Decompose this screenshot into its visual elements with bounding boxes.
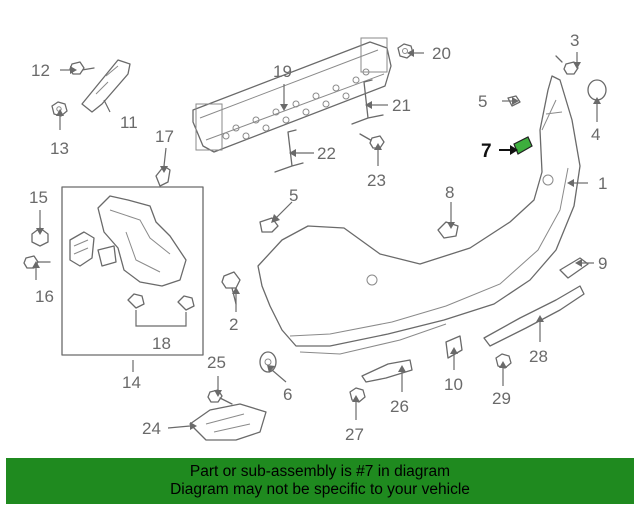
callout-2[interactable]: 2 [229, 315, 238, 334]
callout-4[interactable]: 4 [591, 125, 600, 144]
callout-21[interactable]: 21 [392, 96, 411, 115]
part-8-clip[interactable] [437, 221, 459, 239]
part-27-nut[interactable] [349, 387, 366, 403]
callout-13[interactable]: 13 [50, 139, 69, 158]
callout-11[interactable]: 11 [120, 113, 138, 132]
callout-27[interactable]: 27 [345, 425, 364, 444]
banner-line-part-number: Part or sub-assembly is #7 in diagram [189, 463, 451, 480]
part-7-highlighted[interactable] [513, 136, 533, 155]
notice-banner: Part or sub-assembly is #7 in diagram Di… [6, 458, 634, 504]
part-14-assembly-box[interactable] [61, 186, 204, 356]
part-19-reinforcement-beam[interactable] [192, 37, 392, 153]
part-28-absorber[interactable] [483, 285, 585, 347]
callout-16[interactable]: 16 [35, 287, 54, 306]
callout-9[interactable]: 9 [598, 254, 607, 273]
part-23-bolt[interactable] [359, 133, 385, 149]
callout-6[interactable]: 6 [283, 385, 292, 404]
callout-28[interactable]: 28 [529, 347, 548, 366]
callout-numbers: 1 2 3 4 5 5 6 7 8 9 10 11 12 13 14 15 16… [29, 31, 607, 444]
callout-18[interactable]: 18 [152, 334, 171, 353]
callout-19[interactable]: 19 [273, 62, 292, 81]
part-9-cover[interactable] [559, 257, 589, 279]
part-2-bolt[interactable] [221, 271, 241, 305]
highlight-leader-7 [499, 145, 518, 155]
part-13-nut[interactable] [51, 101, 68, 117]
callout-15[interactable]: 15 [29, 188, 48, 207]
banner-line-disclaimer: Diagram may not be specific to your vehi… [170, 481, 470, 498]
callout-12[interactable]: 12 [31, 61, 50, 80]
leader-lines [35, 52, 598, 429]
exploded-parts-diagram: 1 2 3 4 5 5 6 7 8 9 10 11 12 13 14 15 16… [23, 31, 607, 444]
callout-24[interactable]: 24 [142, 419, 161, 438]
callout-22[interactable]: 22 [317, 144, 336, 163]
callout-14[interactable]: 14 [122, 373, 141, 392]
callout-25[interactable]: 25 [207, 353, 226, 372]
arrowheads [32, 49, 601, 430]
part-12-bolt[interactable] [69, 61, 95, 75]
callout-8[interactable]: 8 [445, 183, 454, 202]
part-1-bumper-cover[interactable] [257, 75, 581, 355]
part-26-bracket[interactable] [361, 359, 413, 383]
part-22-bracket[interactable] [274, 129, 304, 173]
part-3-bolt[interactable] [555, 55, 579, 75]
callout-10[interactable]: 10 [444, 375, 463, 394]
callout-5-upper[interactable]: 5 [478, 92, 487, 111]
part-11-bracket[interactable] [81, 59, 131, 113]
callout-17[interactable]: 17 [155, 127, 174, 146]
callout-7[interactable]: 7 [481, 141, 492, 162]
part-21-bracket[interactable] [351, 79, 384, 125]
callout-3[interactable]: 3 [570, 31, 579, 50]
callout-1[interactable]: 1 [598, 174, 607, 193]
callout-26[interactable]: 26 [390, 397, 409, 416]
part-24-bracket[interactable] [189, 403, 267, 441]
part-29-nut[interactable] [495, 353, 512, 369]
callout-23[interactable]: 23 [367, 171, 386, 190]
callout-29[interactable]: 29 [492, 389, 511, 408]
callout-5-lower[interactable]: 5 [289, 186, 298, 205]
part-18-clips[interactable] [127, 293, 195, 311]
callout-20[interactable]: 20 [432, 44, 451, 63]
